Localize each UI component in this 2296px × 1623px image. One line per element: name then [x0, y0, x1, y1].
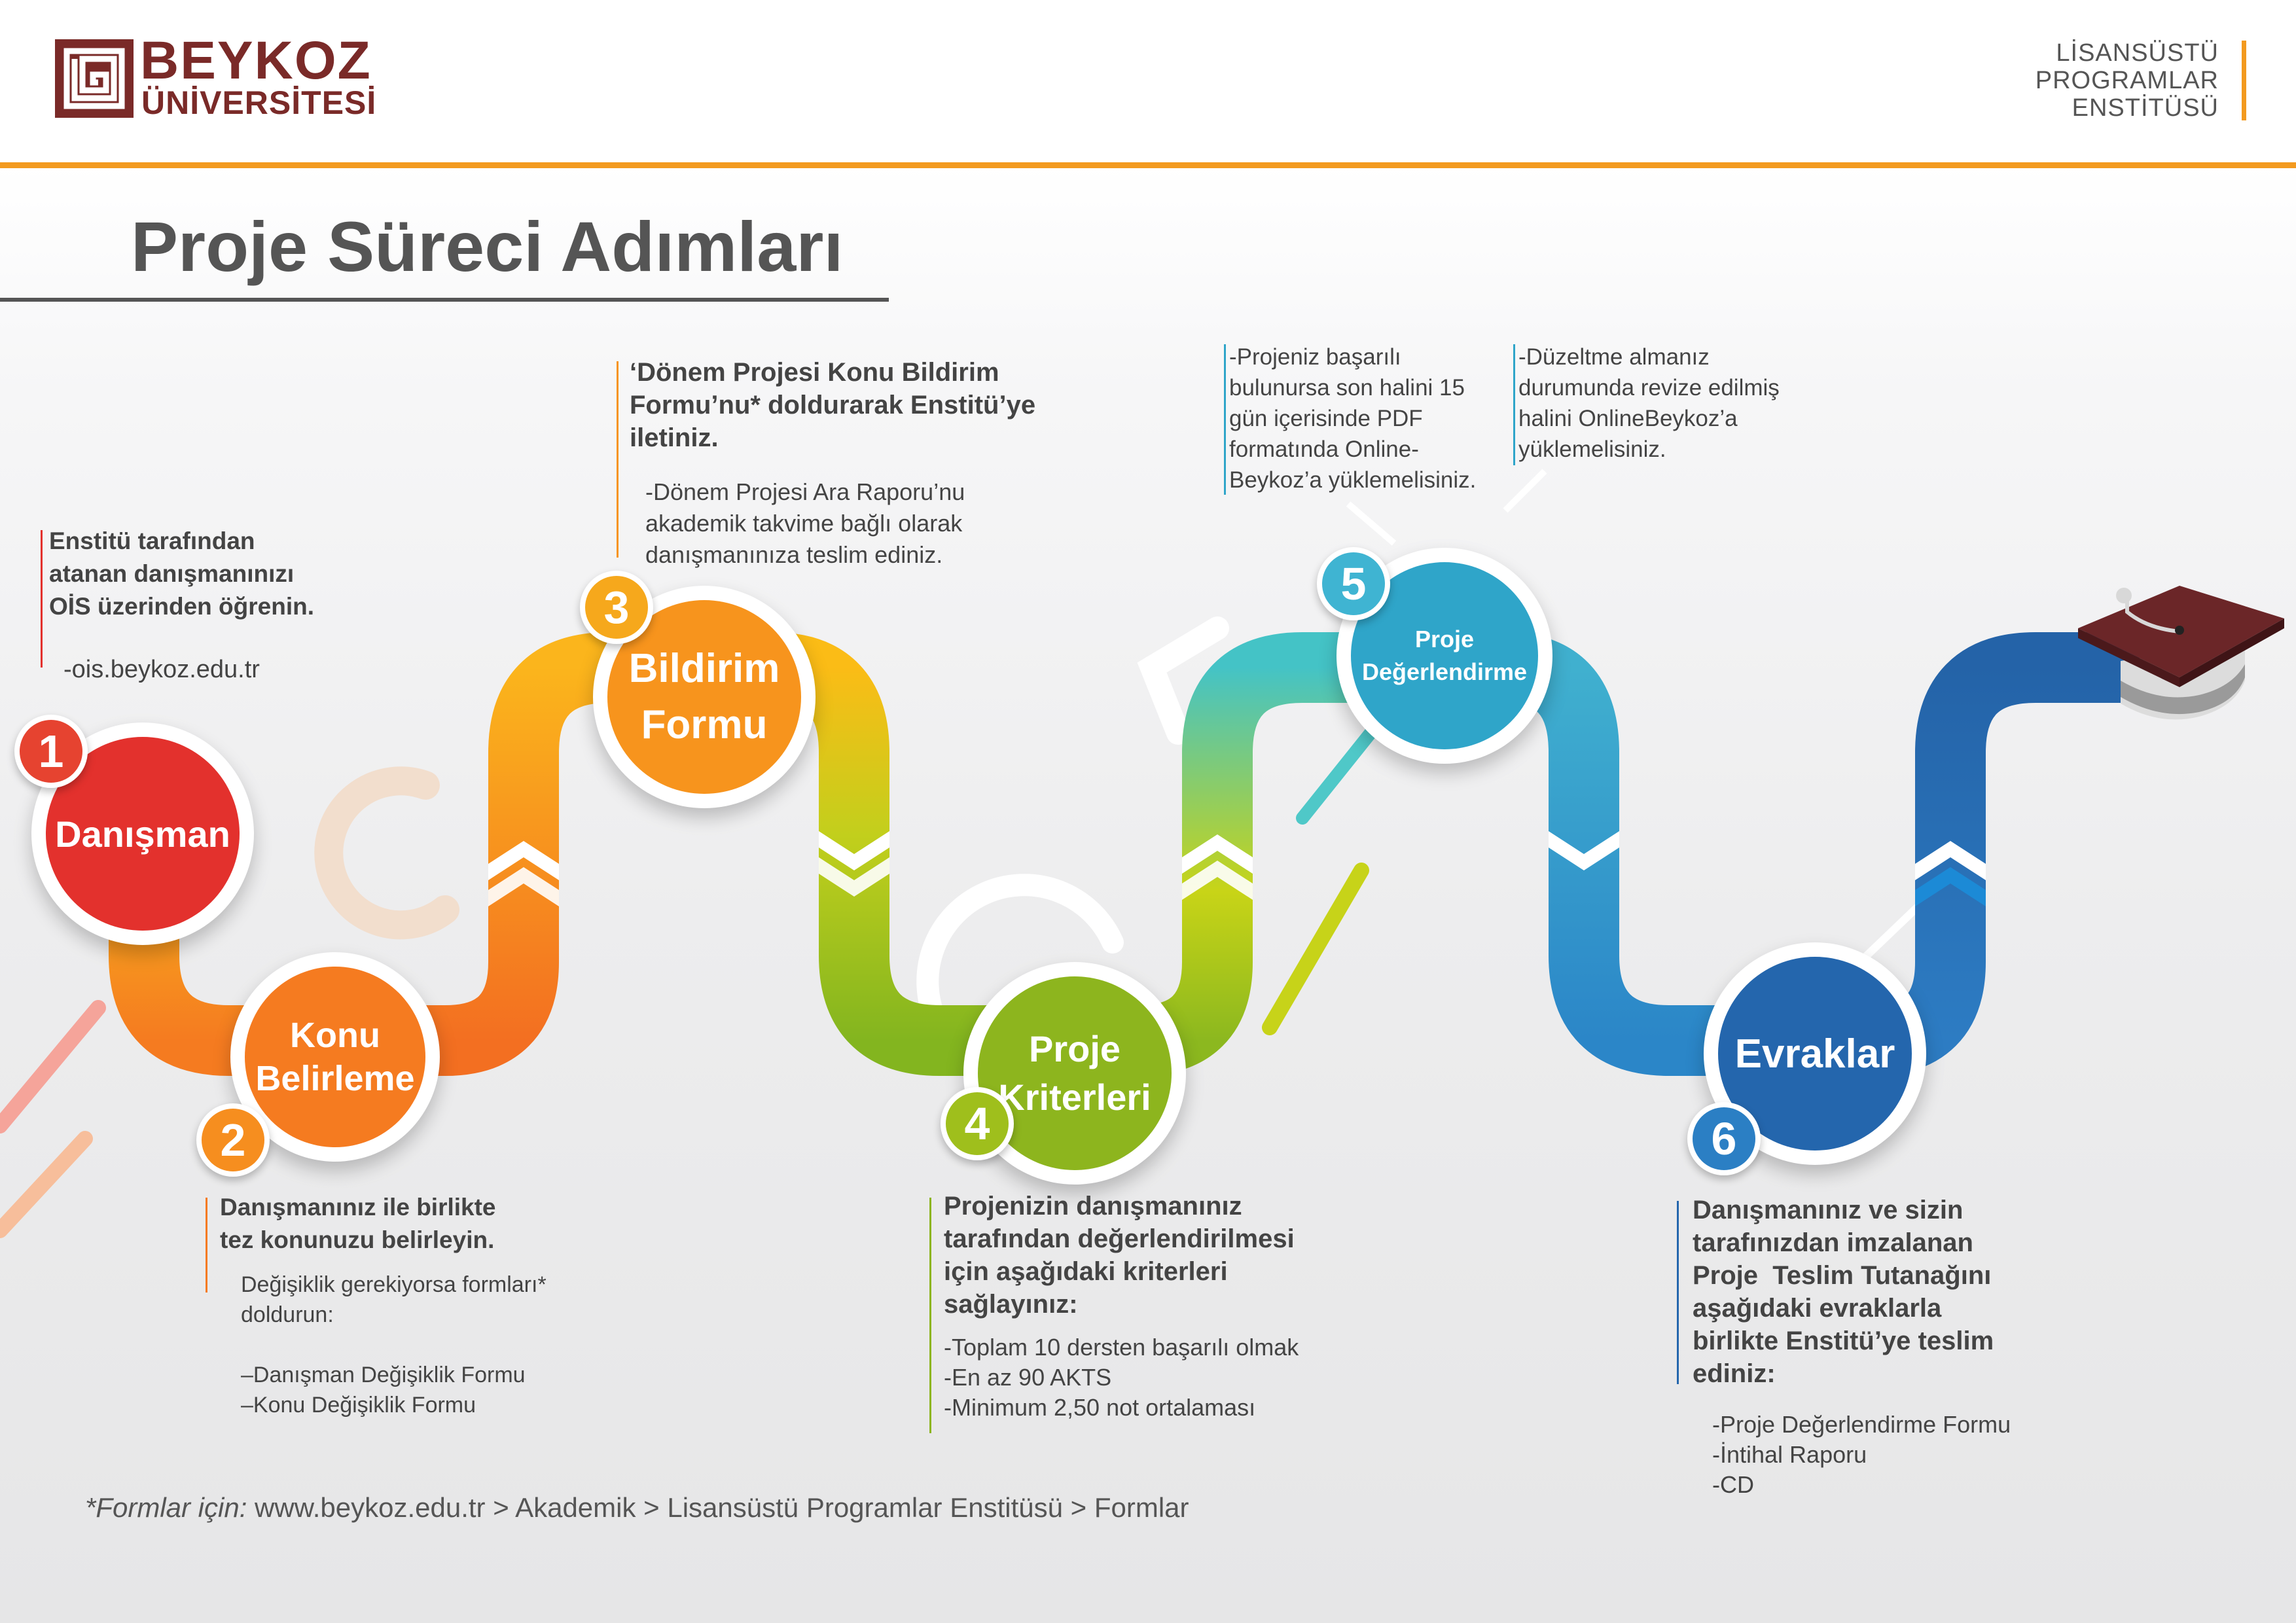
step-6-bold-line: birlikte Enstitü’ye teslim	[1693, 1327, 1994, 1355]
institute-line: ENSTİTÜSÜ	[2072, 94, 2219, 122]
institute-line: PROGRAMLAR	[2035, 67, 2219, 94]
step-1-description: Enstitü tarafından atanan danışmanınızı …	[49, 525, 314, 686]
step-6-description: Danışmanınız ve sizin tarafınızdan imzal…	[1693, 1194, 2011, 1500]
step-5-description-right: -Düzeltme almanız durumunda revize edilm…	[1518, 342, 1780, 465]
step-6-label-text: Evraklar	[1734, 1031, 1895, 1077]
step-6-detail-line: -CD	[1712, 1471, 1754, 1498]
institute-accent-bar	[2242, 41, 2246, 120]
step-2-detail-line: doldurun:	[241, 1302, 334, 1327]
step-6-detail-line: -Proje Değerlendirme Formu	[1712, 1411, 2011, 1438]
step-5-left-text-bar	[1224, 344, 1226, 495]
step-3-label-line: Bildirim	[628, 646, 780, 691]
header-divider	[0, 162, 2296, 168]
step-2-label: Konu Belirleme	[245, 967, 425, 1147]
step-6-details: -Proje Değerlendirme Formu -İntihal Rapo…	[1693, 1410, 2011, 1500]
step-6-bold-line: aşağıdaki evraklarla	[1693, 1294, 1942, 1323]
step-2-description: Danışmanınız ile birlikte tez konunuzu b…	[220, 1191, 547, 1420]
step-5-note-line: -Düzeltme almanız	[1518, 344, 1710, 370]
institute-line: LİSANSÜSTÜ	[2056, 39, 2219, 67]
step-5-note-line: bulunursa son halini 15	[1229, 375, 1465, 401]
step-1-text-bar	[41, 530, 43, 668]
step-5-note-line: Beykoz’a yüklemelisiniz.	[1229, 467, 1477, 493]
step-1-label-text: Danışman	[55, 813, 230, 855]
road-chevrons	[488, 831, 1986, 906]
step-2-details: Değişiklik gerekiyorsa formları* dolduru…	[220, 1270, 547, 1420]
step-4-label-line: Proje	[1028, 1028, 1121, 1069]
graduation-cap-icon	[2078, 586, 2284, 720]
step-3-label-line: Formu	[641, 702, 768, 747]
step-2-bold-line: tez konunuzu belirleyin.	[220, 1226, 495, 1253]
step-4-bold-line: sağlayınız:	[944, 1290, 1078, 1319]
step-5-number-badge: 5	[1317, 547, 1390, 620]
step-6-bold-line: Danışmanınız ve sizin	[1693, 1196, 1964, 1224]
step-4-detail-line: -Toplam 10 dersten başarılı olmak	[944, 1334, 1299, 1361]
step-4-detail-line: -Minimum 2,50 not ortalaması	[944, 1394, 1256, 1421]
step-5-note-line: durumunda revize edilmiş	[1518, 375, 1780, 401]
page-title: Proje Süreci Adımları	[131, 207, 844, 286]
background-decoration	[0, 469, 1986, 1238]
step-4-number-badge: 4	[941, 1087, 1014, 1160]
forms-footnote: *Formlar için: www.beykoz.edu.tr > Akade…	[85, 1492, 1189, 1524]
step-1-detail-line: -ois.beykoz.edu.tr	[63, 656, 260, 683]
step-2-detail-line: –Danışman Değişiklik Formu	[241, 1363, 526, 1387]
footnote-path: www.beykoz.edu.tr > Akademik > Lisansüst…	[247, 1492, 1189, 1523]
institute-name: LİSANSÜSTÜ PROGRAMLAR ENSTİTÜSÜ	[1970, 39, 2219, 122]
step-5-note-line: gün içerisinde PDF	[1229, 406, 1423, 431]
step-4-description: Projenizin danışmanınız tarafından değer…	[944, 1190, 1299, 1423]
step-1-bold-line: OİS üzerinden öğrenin.	[49, 593, 314, 620]
step-6-bold-line: ediniz:	[1693, 1359, 1776, 1388]
step-6-text-bar	[1677, 1201, 1679, 1384]
step-5-description-left: -Projeniz başarılı bulunursa son halini …	[1229, 342, 1476, 495]
step-1-bold-line: atanan danışmanınızı	[49, 560, 295, 587]
step-3-number-badge: 3	[580, 571, 653, 644]
step-3-description: ‘Dönem Projesi Konu Bildirim Formu’nu* d…	[630, 356, 1035, 571]
header: BEYKOZ ÜNİVERSİTESİ LİSANSÜSTÜ PROGRAMLA…	[0, 0, 2296, 164]
step-1-number-badge: 1	[14, 715, 88, 788]
step-3-bold-line: iletiniz.	[630, 423, 719, 452]
step-5-note-line: yüklemelisiniz.	[1518, 437, 1666, 462]
step-4-bold-line: için aşağıdaki kriterleri	[944, 1257, 1228, 1286]
step-2-detail-line: –Konu Değişiklik Formu	[241, 1393, 476, 1418]
step-3-text-bar	[617, 361, 619, 558]
step-4-label-line: Kriterleri	[998, 1077, 1151, 1118]
step-6-bold-line: tarafınızdan imzalanan	[1693, 1228, 1973, 1257]
beykoz-logo-icon	[55, 39, 134, 118]
step-3-details: -Dönem Projesi Ara Raporu’nu akademik ta…	[630, 476, 1035, 571]
step-5-note-line: halini OnlineBeykoz’a	[1518, 406, 1738, 431]
step-4-text-bar	[929, 1198, 931, 1433]
step-5-label-line: Değerlendirme	[1361, 658, 1528, 685]
step-6-detail-line: -İntihal Raporu	[1712, 1441, 1867, 1468]
step-3-bold-line: Formu’nu* doldurarak Enstitü’ye	[630, 391, 1036, 419]
step-2-detail-line: Değişiklik gerekiyorsa formları*	[241, 1272, 547, 1297]
title-underline	[0, 298, 889, 302]
logo-text-universitesi: ÜNİVERSİTESİ	[141, 84, 377, 121]
step-4-detail-line: -En az 90 AKTS	[944, 1364, 1112, 1391]
step-6-number-badge: 6	[1687, 1102, 1761, 1175]
step-5-note-line: -Projeniz başarılı	[1229, 344, 1401, 370]
step-2-number-badge: 2	[196, 1103, 270, 1177]
step-5-label-line: Proje	[1414, 626, 1475, 652]
step-1-bold-line: Enstitü tarafından	[49, 527, 255, 554]
step-2-label-line: Belirleme	[255, 1059, 415, 1098]
step-2-bold-line: Danışmanınız ile birlikte	[220, 1194, 496, 1221]
footnote-prefix: *Formlar için:	[85, 1492, 247, 1523]
step-3-detail-line: danışmanınıza teslim ediniz.	[645, 541, 943, 568]
step-3-detail-line: akademik takvime bağlı olarak	[645, 510, 963, 537]
step-4-details: -Toplam 10 dersten başarılı olmak -En az…	[944, 1332, 1299, 1423]
step-3-bold-line: ‘Dönem Projesi Konu Bildirim	[630, 358, 999, 387]
step-5-note-line: formatında Online-	[1229, 437, 1419, 462]
step-5-right-text-bar	[1513, 344, 1515, 465]
step-3-circle: Bildirim Formu	[593, 586, 816, 808]
logo-text-beykoz: BEYKOZ	[140, 31, 372, 90]
step-6-bold-line: Proje Teslim Tutanağını	[1693, 1261, 1992, 1290]
step-2-label-line: Konu	[290, 1016, 380, 1055]
step-3-detail-line: -Dönem Projesi Ara Raporu’nu	[645, 478, 965, 505]
step-4-bold-line: tarafından değerlendirilmesi	[944, 1224, 1295, 1253]
step-4-bold-line: Projenizin danışmanınız	[944, 1192, 1242, 1221]
step-2-detail-spacer	[241, 1330, 547, 1360]
step-2-text-bar	[206, 1198, 207, 1293]
